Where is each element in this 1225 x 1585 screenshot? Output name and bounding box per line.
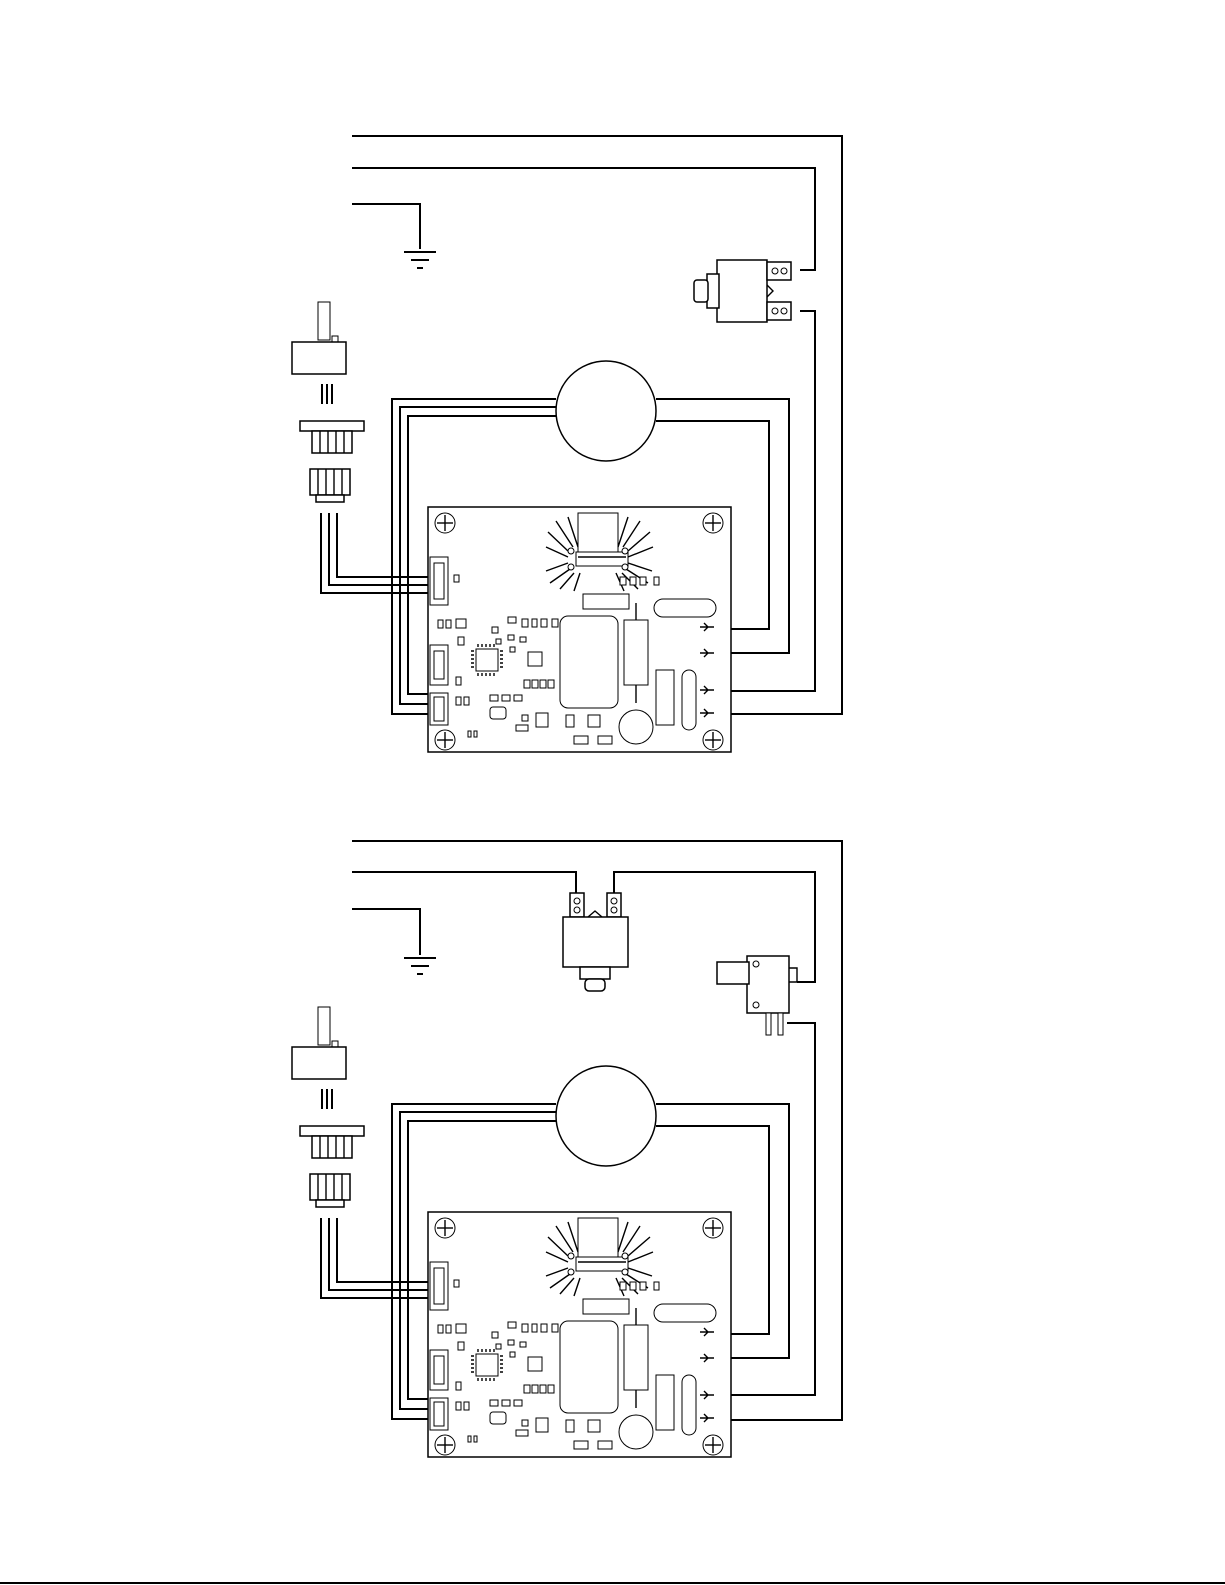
- microswitch-icon: [717, 956, 797, 1035]
- ground-symbol: [404, 958, 436, 974]
- wiring-panel-top: [292, 136, 842, 752]
- connector-plug-icon: [300, 1126, 364, 1158]
- control-board-icon: [428, 1212, 731, 1457]
- potentiometer-icon: [292, 302, 346, 374]
- connector-plug-icon: [300, 421, 364, 453]
- pushbutton-switch-icon: [563, 893, 628, 991]
- motor-icon: [556, 1066, 656, 1166]
- connector-socket-icon: [310, 469, 350, 502]
- wiring-panel-bottom: [292, 841, 842, 1457]
- pushbutton-switch-icon: [694, 260, 791, 322]
- connector-socket-icon: [310, 1174, 350, 1207]
- ground-symbol: [404, 252, 436, 268]
- potentiometer-icon: [292, 1007, 346, 1079]
- motor-icon: [556, 361, 656, 461]
- control-board-icon: [428, 507, 731, 752]
